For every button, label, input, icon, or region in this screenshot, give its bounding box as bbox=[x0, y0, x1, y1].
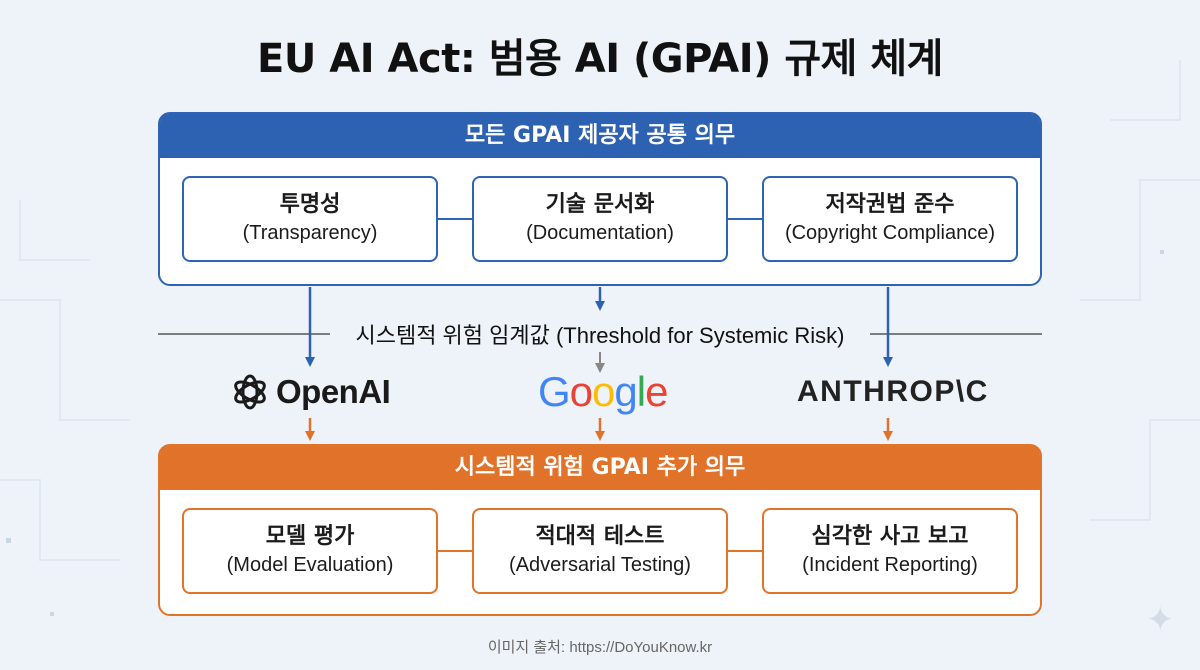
google-wordmark: Google bbox=[538, 368, 668, 415]
common-obligations-header: 모든 GPAI 제공자 공통 의무 bbox=[160, 114, 1040, 158]
adversarial-testing-box: 적대적 테스트 (Adversarial Testing) bbox=[472, 508, 728, 594]
obligation-subtitle: (Adversarial Testing) bbox=[509, 554, 691, 576]
anthropic-logo: ANTHROP\C bbox=[797, 370, 989, 414]
common-obligations-panel: 모든 GPAI 제공자 공통 의무 투명성 (Transparency) 기술 … bbox=[158, 112, 1042, 286]
obligation-title: 모델 평가 bbox=[265, 524, 355, 549]
documentation-box: 기술 문서화 (Documentation) bbox=[472, 176, 728, 262]
systemic-obligations-header: 시스템적 위험 GPAI 추가 의무 bbox=[160, 446, 1040, 490]
anthropic-wordmark: ANTHROP\C bbox=[797, 375, 989, 408]
obligation-title: 저작권법 준수 bbox=[825, 192, 955, 217]
sparkle-icon: ✦ bbox=[1146, 600, 1175, 640]
page-title: EU AI Act: 범용 AI (GPAI) 규제 체계 bbox=[257, 36, 943, 82]
google-logo: Google bbox=[538, 368, 668, 415]
box-connector bbox=[728, 218, 762, 220]
box-connector bbox=[438, 550, 472, 552]
copyright-compliance-box: 저작권법 준수 (Copyright Compliance) bbox=[762, 176, 1018, 262]
openai-name: OpenAI bbox=[276, 373, 391, 410]
obligation-subtitle: (Model Evaluation) bbox=[226, 554, 394, 576]
box-connector bbox=[438, 218, 472, 220]
obligation-title: 기술 문서화 bbox=[545, 192, 655, 217]
obligation-title: 적대적 테스트 bbox=[535, 524, 665, 549]
obligation-subtitle: (Incident Reporting) bbox=[802, 554, 978, 576]
systemic-obligations-panel: 시스템적 위험 GPAI 추가 의무 모델 평가 (Model Evaluati… bbox=[158, 444, 1042, 616]
openai-logo: OpenAI bbox=[230, 370, 391, 414]
threshold-label: 시스템적 위험 임계값 (Threshold for Systemic Risk… bbox=[330, 318, 870, 350]
openai-logo-icon bbox=[234, 374, 266, 410]
model-evaluation-box: 모델 평가 (Model Evaluation) bbox=[182, 508, 438, 594]
box-connector bbox=[728, 550, 762, 552]
obligation-subtitle: (Copyright Compliance) bbox=[784, 222, 996, 244]
obligation-title: 심각한 사고 보고 bbox=[811, 524, 969, 549]
obligation-title: 투명성 bbox=[279, 192, 341, 217]
image-source-caption: 이미지 출처: https://DoYouKnow.kr bbox=[487, 639, 713, 656]
obligation-subtitle: (Transparency) bbox=[242, 222, 378, 244]
obligation-subtitle: (Documentation) bbox=[526, 222, 674, 244]
transparency-box: 투명성 (Transparency) bbox=[182, 176, 438, 262]
incident-reporting-box: 심각한 사고 보고 (Incident Reporting) bbox=[762, 508, 1018, 594]
